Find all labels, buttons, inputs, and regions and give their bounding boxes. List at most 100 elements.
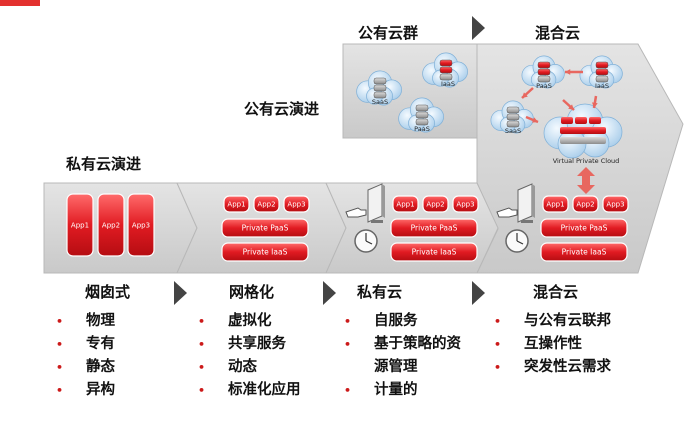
list-item: 突发性云需求 <box>494 356 611 379</box>
private-iaas-bar-label: Private IaaS <box>562 248 607 257</box>
monitor-icon <box>367 183 385 223</box>
server-stack-icon <box>506 106 520 128</box>
app-pill: App3 <box>602 195 629 213</box>
list-item: 自服务 <box>344 310 461 333</box>
server-stack-icon <box>537 61 551 83</box>
private-iaas-bar: Private IaaS <box>390 242 478 262</box>
connector-arrow <box>565 69 583 75</box>
private-paas-bar-label: Private PaaS <box>561 224 608 233</box>
server-stack-icon <box>439 59 453 81</box>
clock-icon-hybrid <box>505 229 529 253</box>
private-paas-bar: Private PaaS <box>540 218 628 238</box>
arrow-right-icon <box>472 16 485 40</box>
app-pill-label: App2 <box>102 222 120 230</box>
server-stack-icon <box>415 104 429 126</box>
title-private-cloud-evolution: 私有云演进 <box>66 155 142 173</box>
list-item: 共享服务 <box>198 333 301 356</box>
app-pill-label: App2 <box>426 201 444 209</box>
app-pill-label: App3 <box>606 201 624 209</box>
private-iaas-bar-label: Private IaaS <box>243 248 288 257</box>
private-iaas-bar: Private IaaS <box>540 242 628 262</box>
public-node-label: PaaS <box>414 125 430 133</box>
app-pill: App3 <box>127 193 155 257</box>
app-pill: App2 <box>572 195 599 213</box>
app-pill-label: App1 <box>546 201 564 209</box>
app-pill: App3 <box>283 195 310 213</box>
public-cloud-nodes: SaaS IaaS PaaS <box>356 52 468 133</box>
list-item: 异构 <box>56 379 115 402</box>
list-item: 互操作性 <box>494 333 611 356</box>
app-pill: App3 <box>452 195 479 213</box>
hybrid-node-label: IaaS <box>595 82 609 90</box>
app-pill: App1 <box>223 195 250 213</box>
app-pill: App2 <box>422 195 449 213</box>
public-node-label: IaaS <box>441 80 455 88</box>
corner-accent <box>0 0 40 6</box>
app-pill-label: App3 <box>287 201 305 209</box>
title-public-cloud-group: 公有云群 <box>358 24 419 42</box>
column-heading-4: 混合云 <box>533 283 579 301</box>
list-item: 静态 <box>56 356 115 379</box>
private-paas-bar-label: Private PaaS <box>411 224 458 233</box>
connector-arrow <box>521 87 534 99</box>
server-stack-icon <box>595 61 609 83</box>
app-pill-label: App3 <box>132 222 150 230</box>
app-pill: App2 <box>253 195 280 213</box>
pointing-hand-icon-hybrid <box>496 207 518 218</box>
list-item: 动态 <box>198 356 301 379</box>
title-public-cloud-evolution: 公有云演进 <box>244 100 320 118</box>
vpc-label: Virtual Private Cloud <box>553 157 620 165</box>
pointing-hand-icon <box>345 207 367 218</box>
list-item: 与公有云联邦 <box>494 310 611 333</box>
server-stack-icon <box>373 77 387 99</box>
virtual-private-cloud <box>543 103 623 159</box>
app-pill-label: App2 <box>576 201 594 209</box>
list-item: 计量的 <box>344 379 461 402</box>
app-pill-label: App3 <box>456 201 474 209</box>
list-item: 虚拟化 <box>198 310 301 333</box>
public-node-label: SaaS <box>372 98 388 106</box>
title-hybrid-cloud: 混合云 <box>535 24 581 42</box>
column-heading-2: 网格化 <box>229 283 275 301</box>
hybrid-cloud-nodes: PaaS IaaS SaaS Virtual Private Cloud <box>490 55 623 165</box>
clock-icon <box>354 229 378 253</box>
column-1-list: 物理 专有 静态 异构 <box>56 310 115 402</box>
app-pill: App2 <box>97 193 125 257</box>
stage-1-apps: App1 App2 App3 <box>66 193 155 257</box>
list-item: 基于策略的资 <box>344 333 461 356</box>
list-item: 物理 <box>56 310 115 333</box>
monitor-icon-hybrid <box>517 183 535 223</box>
column-heading-3: 私有云 <box>357 283 403 301</box>
hybrid-node-label: PaaS <box>536 82 552 90</box>
app-pill: App1 <box>392 195 419 213</box>
app-pill-label: App1 <box>71 222 89 230</box>
app-pill-label: App2 <box>257 201 275 209</box>
column-heading-1: 烟囱式 <box>85 283 131 301</box>
list-item: 标准化应用 <box>198 379 301 402</box>
app-pill-label: App1 <box>227 201 245 209</box>
private-paas-bar: Private PaaS <box>390 218 478 238</box>
list-item: 源管理 <box>374 359 418 375</box>
column-2-list: 虚拟化 共享服务 动态 标准化应用 <box>198 310 301 402</box>
column-3-list: 自服务 基于策略的资 源管理 计量的 <box>344 310 461 402</box>
private-paas-bar-label: Private PaaS <box>242 224 289 233</box>
app-pill: App1 <box>542 195 569 213</box>
vertical-double-arrow <box>577 167 595 194</box>
private-iaas-bar: Private IaaS <box>221 242 309 262</box>
app-pill-label: App1 <box>396 201 414 209</box>
private-paas-bar: Private PaaS <box>221 218 309 238</box>
arrow-right-icon <box>323 281 336 305</box>
app-pill: App1 <box>66 193 94 257</box>
arrow-right-icon <box>174 281 187 305</box>
column-4-list: 与公有云联邦 互操作性 突发性云需求 <box>494 310 611 379</box>
connector-arrow <box>562 99 575 111</box>
private-iaas-bar-label: Private IaaS <box>412 248 457 257</box>
list-item: 专有 <box>56 333 115 356</box>
connector-arrow <box>525 115 539 124</box>
hybrid-node-label: SaaS <box>505 127 521 135</box>
